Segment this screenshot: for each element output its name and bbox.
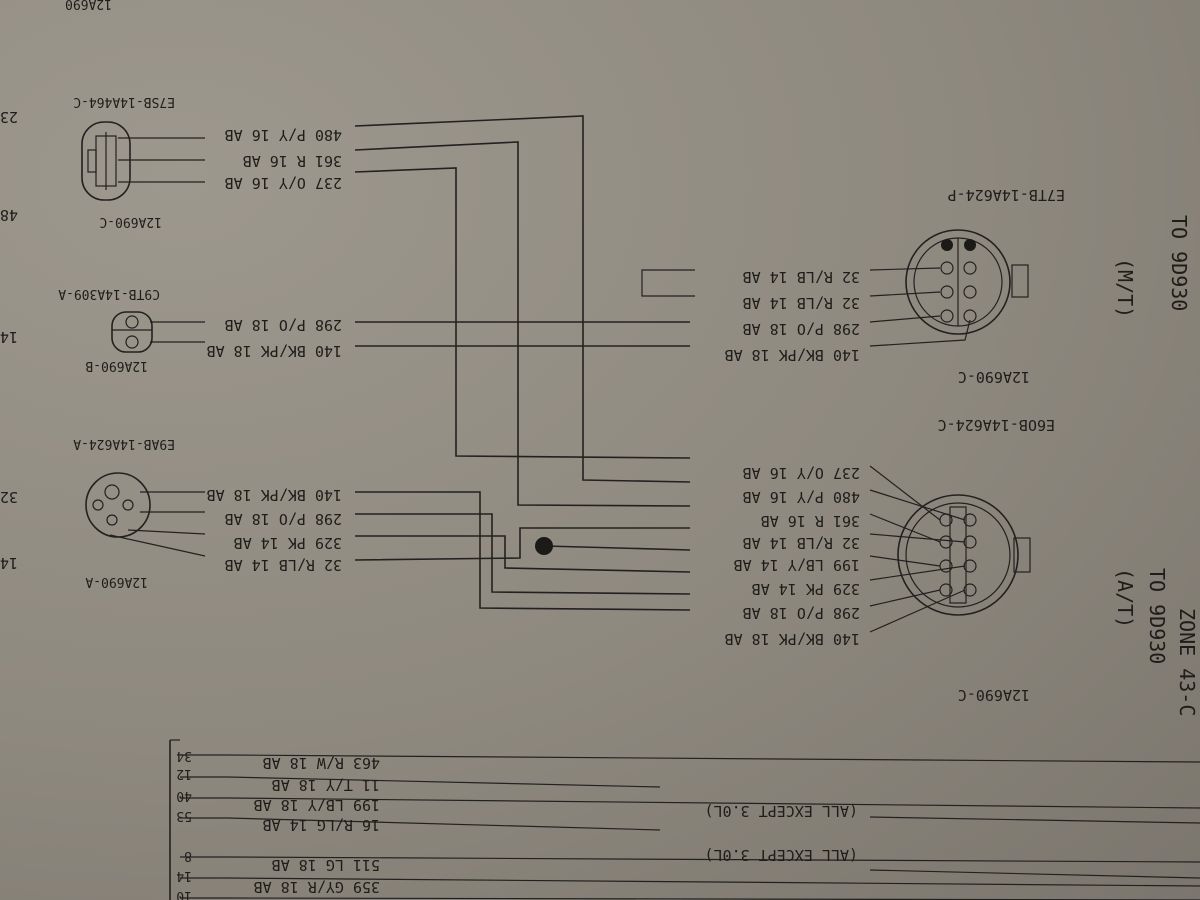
wire-label-361-at: 361 R 16 AB — [761, 512, 860, 530]
wire-label-140-left: 140 BK/PK 18 AB — [207, 342, 342, 360]
pin-12: 12 — [176, 766, 192, 781]
note-zone: ZONE 43-C — [1175, 608, 1199, 716]
wire-label-511: 511 LG 18 AB — [272, 856, 380, 874]
connector-label-12a690-c-mt: 12A690-C — [958, 368, 1030, 386]
wire-label-140-e9ab: 140 BK/PK 18 AB — [207, 486, 342, 504]
wire-298-at — [355, 513, 691, 595]
wire-label-237-at: 237 O/Y 16 AB — [743, 464, 860, 482]
edge-number-140: 140 — [0, 328, 18, 346]
note-mt: (M/T) — [1113, 258, 1137, 318]
connector-label-e9ab: E9AB-14A624-A — [73, 436, 175, 451]
pin-40: 40 — [176, 788, 192, 803]
connector-e7sb — [81, 121, 131, 201]
wire-label-298-e9ab: 298 P/O 18 AB — [225, 510, 342, 528]
connector-e7tb — [905, 229, 1029, 335]
connector-label-12a690-top: 12A690 — [65, 0, 112, 11]
edge-number-32: 32 — [0, 488, 18, 506]
wire-label-361-left: 361 R 16 AB — [243, 152, 342, 170]
wire-label-140-mt: 140 BK/PK 18 AB — [725, 346, 860, 364]
wire-label-32-at: 32 R/LB 14 AB — [743, 534, 860, 552]
wire-label-298-at: 298 P/O 18 AB — [743, 604, 860, 622]
note-all-except-1: (ALL EXCEPT 3.0L) — [704, 802, 858, 820]
note-all-except-2: (ALL EXCEPT 3.0L) — [704, 846, 858, 864]
wire-329-at — [355, 535, 691, 573]
wire-label-480-left: 480 P/Y 16 AB — [225, 126, 342, 144]
connector-label-12a690-b: 12A690-B — [85, 358, 148, 373]
pin-8: 8 — [184, 848, 192, 863]
wire-label-32-mt-a: 32 R/LB 14 AB — [743, 268, 860, 286]
wire-label-463: 463 R/W 18 AB — [263, 754, 380, 772]
wire-label-199-at: 199 LB/Y 14 AB — [734, 556, 860, 574]
note-to-9d930-top: TO 9D930 — [1167, 215, 1191, 311]
connector-label-12a690-c: 12A690-C — [99, 214, 162, 229]
connector-e6ob — [897, 494, 1031, 616]
connector-label-12a690-c-at: 12A690-C — [958, 686, 1030, 704]
pin-53: 53 — [176, 808, 192, 823]
wire-480 — [354, 115, 691, 483]
connector-label-c9tb: C9TB-14A309-A — [58, 286, 160, 301]
wire-label-298-mt: 298 P/O 18 AB — [743, 320, 860, 338]
wire-199-at — [544, 545, 691, 551]
wire-label-140-at: 140 BK/PK 18 AB — [725, 630, 860, 648]
wire-label-359: 359 GY/R 18 AB — [254, 878, 380, 896]
wire-label-237-left: 237 O/Y 16 AB — [225, 174, 342, 192]
wire-label-329-e9ab: 329 PK 14 AB — [234, 534, 342, 552]
wire-237 — [354, 167, 691, 459]
edge-number-237: 237 — [0, 108, 18, 126]
connector-c9tb — [111, 311, 153, 353]
connector-label-e6ob: E6OB-14A624-C — [938, 416, 1055, 434]
wire-label-16: 16 R/LG 14 AB — [263, 816, 380, 834]
wire-label-329-at: 329 PK 14 AB — [752, 580, 860, 598]
wire-label-298-left: 298 P/O 18 AB — [225, 316, 342, 334]
connector-label-e7sb: E7SB-14A464-C — [73, 94, 175, 109]
pin-10: 10 — [176, 888, 192, 900]
edge-number-140: 140 — [0, 554, 18, 572]
wire-label-480-at: 480 P/Y 16 AB — [743, 488, 860, 506]
wire-label-32-e9ab: 32 R/LB 14 AB — [225, 556, 342, 574]
connector-label-e7tb: E7TB-14A624-P — [948, 186, 1065, 204]
wire-140-at — [355, 491, 691, 611]
wire-label-199-bottom: 199 LB/Y 18 AB — [254, 796, 380, 814]
pin-34: 34 — [176, 748, 192, 763]
wire-361 — [354, 141, 691, 507]
connector-label-12a690-a: 12A690-A — [85, 574, 148, 589]
wire-32-at — [354, 527, 690, 561]
note-to-9d930-bottom: TO 9D930 — [1145, 568, 1169, 664]
edge-number-480: 480 — [0, 206, 18, 224]
connector-e9ab — [85, 472, 151, 538]
splice-dot — [535, 537, 553, 555]
pin-14: 14 — [176, 868, 192, 883]
wire-label-11: 11 T/Y 18 AB — [272, 776, 380, 794]
note-at: (A/T) — [1113, 568, 1137, 628]
wire-label-32-mt-b: 32 R/LB 14 AB — [743, 294, 860, 312]
